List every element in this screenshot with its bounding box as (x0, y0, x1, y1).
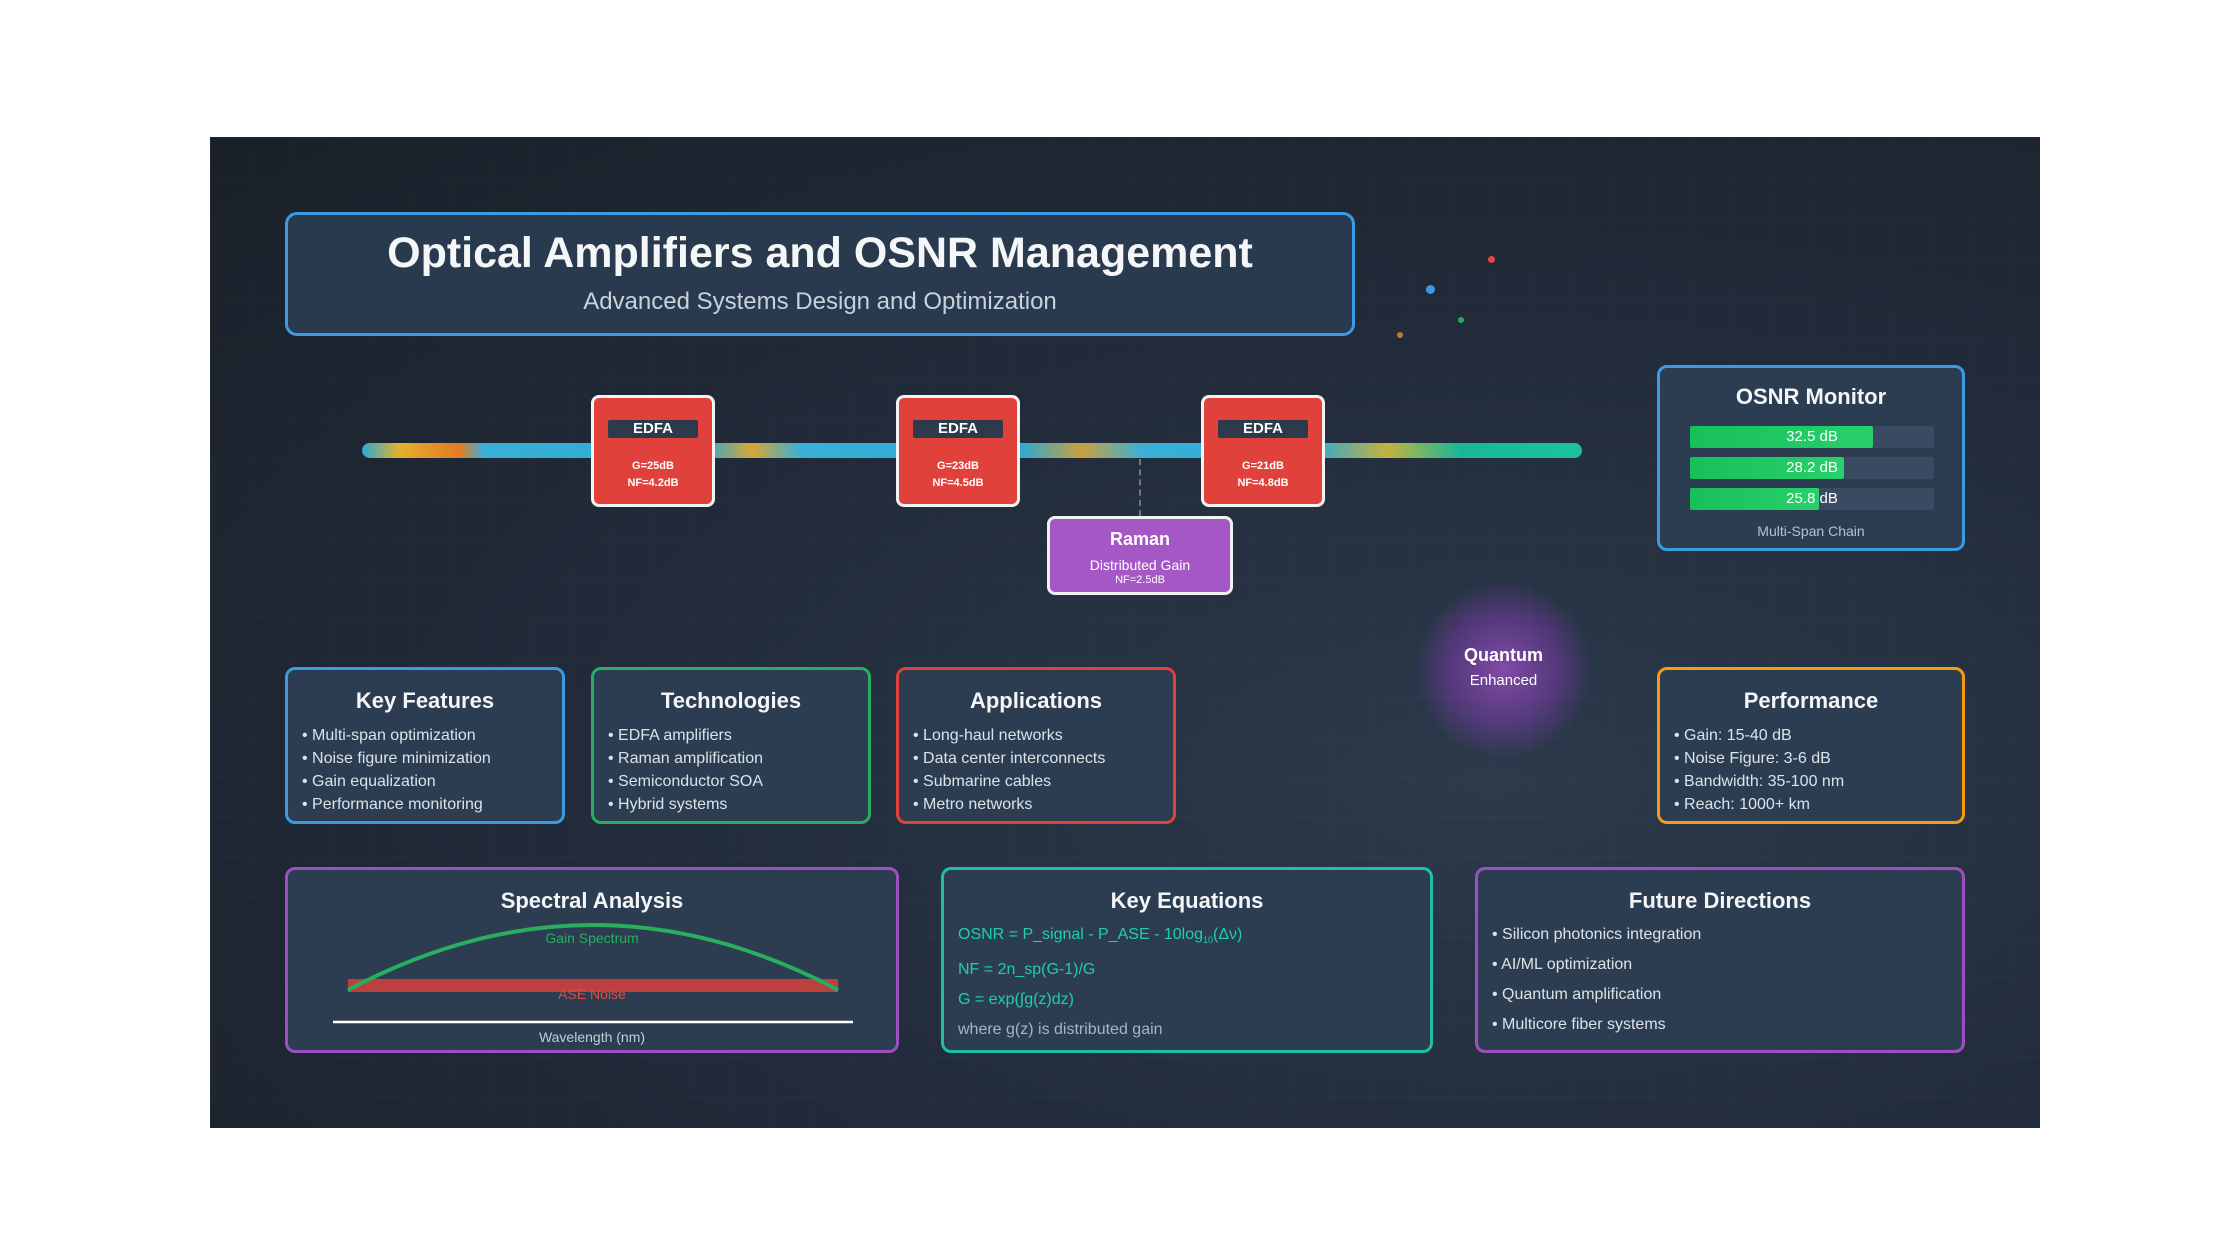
osnr-bar-value: 32.5 dB (1786, 428, 1838, 445)
raman-subtitle: Distributed Gain (1089, 557, 1191, 573)
future-directions-list: • Silicon photonics integration • AI/ML … (1478, 920, 1962, 1040)
osnr-bar-fill (1690, 457, 1844, 479)
osnr-bar-1: 32.5 dB (1690, 426, 1934, 448)
spectral-analysis-panel: Spectral Analysis Gain Spectrum ASE Nois… (285, 867, 899, 1053)
key-equations-panel: Key Equations OSNR = P_signal - P_ASE - … (941, 867, 1433, 1053)
osnr-equation-tail: (Δν) (1213, 926, 1243, 943)
osnr-monitor-caption: Multi-Span Chain (1757, 523, 1865, 539)
list-item: • Gain equalization (302, 773, 436, 790)
list-item: • Gain: 15-40 dB (1674, 727, 1792, 744)
list-item: • Submarine cables (913, 773, 1052, 790)
key-features-list: • Multi-span optimization • Noise figure… (288, 724, 562, 816)
list-item: • Reach: 1000+ km (1674, 796, 1810, 813)
list-item: • Noise figure minimization (302, 750, 491, 767)
performance-panel: Performance • Gain: 15-40 dB • Noise Fig… (1657, 667, 1965, 824)
technologies-panel: Technologies • EDFA amplifiers • Raman a… (591, 667, 871, 824)
edfa-label: EDFA (913, 420, 1003, 438)
key-equations-title: Key Equations (1110, 888, 1264, 913)
list-item: • Long-haul networks (913, 727, 1063, 744)
list-item: • Silicon photonics integration (1492, 926, 1702, 943)
edfa-label: EDFA (1218, 420, 1308, 438)
edfa-amplifier-2: EDFA G=23dB NF=4.5dB (896, 395, 1020, 507)
quantum-enhanced-badge: Quantum Enhanced (1416, 582, 1591, 757)
edfa-noise-figure: NF=4.8dB (1237, 477, 1289, 489)
osnr-bar-fill (1690, 426, 1873, 448)
osnr-monitor-title: OSNR Monitor (1735, 384, 1887, 409)
list-item: • Raman amplification (608, 750, 763, 767)
gain-spectrum-label: Gain Spectrum (545, 930, 639, 946)
performance-list: • Gain: 15-40 dB • Noise Figure: 3-6 dB … (1660, 724, 1962, 816)
slide-canvas: Optical Amplifiers and OSNR Management A… (210, 137, 2040, 1128)
edfa-noise-figure: NF=4.5dB (932, 477, 984, 489)
spectral-analysis-title: Spectral Analysis (500, 888, 684, 913)
edfa-gain: G=23dB (937, 460, 979, 472)
osnr-bar-value: 25.8 dB (1786, 490, 1838, 507)
list-item: • Multi-span optimization (302, 727, 476, 744)
list-item: • Performance monitoring (302, 796, 483, 813)
osnr-bar-2: 28.2 dB (1690, 457, 1934, 479)
ase-noise-band (348, 979, 838, 992)
wavelength-axis-label: Wavelength (nm) (538, 1029, 646, 1045)
edfa-amplifier-3: EDFA G=21dB NF=4.8dB (1201, 395, 1325, 507)
osnr-bar-fill (1690, 488, 1820, 510)
applications-panel: Applications • Long-haul networks • Data… (896, 667, 1176, 824)
quantum-label: Quantum (1464, 645, 1543, 665)
page-title: Optical Amplifiers and OSNR Management (387, 229, 1253, 277)
quantum-sublabel: Enhanced (1469, 672, 1538, 689)
list-item: • AI/ML optimization (1492, 956, 1633, 973)
edfa-noise-figure: NF=4.2dB (627, 477, 679, 489)
osnr-bar-3: 25.8 dB (1690, 488, 1934, 510)
equation-note: where g(z) is distributed gain (958, 1021, 1163, 1039)
decor-dot-green (1458, 317, 1464, 323)
osnr-equation-main: OSNR = P_signal - P_ASE - 10log (958, 926, 1204, 943)
list-item: • Quantum amplification (1492, 986, 1662, 1003)
list-item: • Multicore fiber systems (1492, 1016, 1666, 1033)
key-features-title: Key Features (355, 688, 495, 713)
performance-title: Performance (1743, 688, 1879, 713)
spectrum-graphic (333, 923, 853, 1024)
list-item: • Noise Figure: 3-6 dB (1674, 750, 1831, 767)
gain-equation: G = exp(∫g(z)dz) (958, 991, 1074, 1009)
noise-figure-equation: NF = 2n_sp(G-1)/G (958, 961, 1096, 979)
gain-spectrum-curve (347, 923, 839, 992)
decor-dot-orange (1397, 332, 1403, 338)
raman-noise-figure: NF=2.5dB (1115, 574, 1165, 586)
list-item: • Data center interconnects (913, 750, 1106, 767)
raman-connector (1139, 459, 1141, 516)
osnr-bar-value: 28.2 dB (1786, 459, 1838, 476)
applications-list: • Long-haul networks • Data center inter… (899, 724, 1173, 816)
list-item: • Hybrid systems (608, 796, 728, 813)
decor-dot-red (1488, 256, 1495, 263)
raman-amplifier: Raman Distributed Gain NF=2.5dB (1047, 516, 1233, 595)
decor-dot-blue (1426, 285, 1435, 294)
key-features-panel: Key Features • Multi-span optimization •… (285, 667, 565, 824)
raman-title: Raman (1109, 529, 1171, 549)
osnr-equation-subscript: 10 (1203, 935, 1214, 946)
list-item: • Metro networks (913, 796, 1033, 813)
edfa-label: EDFA (608, 420, 698, 438)
ase-noise-label: ASE Noise (558, 986, 626, 1002)
list-item: • Bandwidth: 35-100 nm (1674, 773, 1845, 790)
technologies-list: • EDFA amplifiers • Raman amplification … (594, 724, 868, 816)
applications-title: Applications (969, 688, 1102, 713)
edfa-gain: G=21dB (1242, 460, 1284, 472)
list-item: • EDFA amplifiers (608, 727, 732, 744)
title-panel: Optical Amplifiers and OSNR Management A… (285, 212, 1355, 336)
osnr-monitor-panel: OSNR Monitor 32.5 dB 28.2 dB 25.8 dB Mul… (1657, 365, 1965, 551)
list-item: • Semiconductor SOA (608, 773, 763, 790)
future-directions-panel: Future Directions • Silicon photonics in… (1475, 867, 1965, 1053)
edfa-gain: G=25dB (632, 460, 674, 472)
osnr-equation: OSNR = P_signal - P_ASE - 10log10(Δν) (958, 920, 1430, 955)
technologies-title: Technologies (660, 688, 802, 713)
future-directions-title: Future Directions (1628, 888, 1812, 913)
page-subtitle: Advanced Systems Design and Optimization (583, 288, 1057, 315)
edfa-amplifier-1: EDFA G=25dB NF=4.2dB (591, 395, 715, 507)
